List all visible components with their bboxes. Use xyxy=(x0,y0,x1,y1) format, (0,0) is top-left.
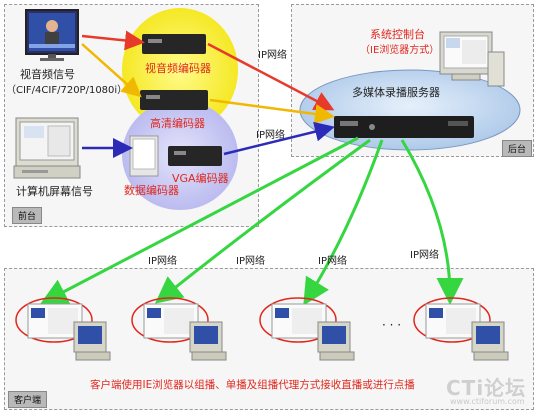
ip-network-label-1: IP网络 xyxy=(258,50,287,61)
client-computer-1 xyxy=(14,292,114,362)
media-server-device xyxy=(334,116,474,138)
video-arrow-red xyxy=(81,30,145,51)
client-computer-3 xyxy=(258,292,358,362)
ip-network-label-4: IP网络 xyxy=(236,256,265,267)
pc-source-title: 计算机屏幕信号 xyxy=(16,185,93,198)
data-encoder-pc xyxy=(129,135,159,177)
green-arrow-1 xyxy=(40,136,359,305)
client-caption: 客户端使用IE浏览器以组播、单播及组播代理方式接收直播或进行点播 xyxy=(90,379,415,391)
console-computer xyxy=(439,31,505,87)
client-computer-2 xyxy=(130,292,230,362)
vga-encoder-label: VGA编码器 xyxy=(172,172,229,185)
hd-encoder-device xyxy=(140,90,208,110)
ip-network-label-3: IP网络 xyxy=(148,256,177,267)
hd-encoder-label: 高清编码器 xyxy=(150,117,205,130)
video-arrow-yellow xyxy=(81,43,142,98)
clients-ellipsis: · · · xyxy=(382,318,402,332)
client-computer-4 xyxy=(412,292,512,362)
watermark-brand: CTi论坛 xyxy=(446,376,527,400)
data-encoder-label: 数据编码器 xyxy=(124,184,179,197)
pc-source-computer xyxy=(13,117,81,179)
video-source-formats: （CIF/4CIF/720P/1080i） xyxy=(6,85,128,96)
av-encoder-device xyxy=(142,34,206,54)
hd-to-server-arrow xyxy=(209,98,335,124)
vga-encoder-device xyxy=(168,146,222,166)
vga-to-server-arrow xyxy=(223,121,335,156)
front-tag: 前台 xyxy=(12,207,43,224)
green-arrow-3 xyxy=(303,139,384,306)
green-arrow-4 xyxy=(400,139,464,305)
video-source-title: 视音频信号 xyxy=(20,68,75,81)
ip-network-label-6: IP网络 xyxy=(410,250,439,261)
ip-network-label-5: IP网络 xyxy=(318,256,347,267)
watermark-url: www.ctiforum.com xyxy=(450,397,525,406)
av-encoder-label: 视音频编码器 xyxy=(145,62,211,75)
console-label-line2: （IE浏览器方式） xyxy=(360,45,440,56)
watermark-logo: CTi论坛 www.ctiforum.com xyxy=(440,372,536,410)
server-label: 多媒体录播服务器 xyxy=(352,86,440,99)
back-tag: 后台 xyxy=(502,140,533,157)
av-to-server-arrow xyxy=(207,42,335,111)
client-tag: 客户端 xyxy=(8,391,48,408)
console-label-line1: 系统控制台 xyxy=(370,28,425,41)
ip-network-label-2: IP网络 xyxy=(256,130,285,141)
video-source-monitor xyxy=(25,9,79,61)
green-arrow-2 xyxy=(154,138,371,304)
